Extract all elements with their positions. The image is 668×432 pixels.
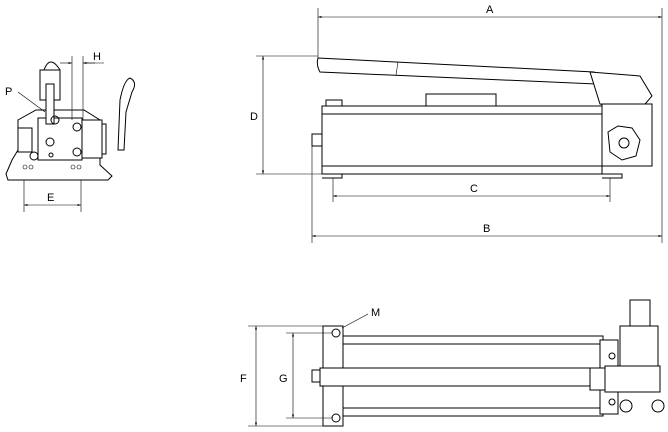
dim-label-m: M	[371, 307, 380, 319]
side-dimensions	[256, 8, 663, 243]
side-view	[311, 57, 653, 179]
dim-label-d: D	[250, 111, 258, 123]
dim-label-a: A	[486, 4, 494, 16]
dim-label-b: B	[483, 223, 490, 235]
dim-label-h: H	[93, 51, 101, 63]
dim-label-p: P	[5, 86, 12, 98]
dim-label-c: C	[470, 183, 478, 195]
end-view	[5, 56, 136, 212]
dim-label-g: G	[279, 373, 288, 385]
dim-label-f: F	[240, 373, 247, 385]
dim-label-e: E	[47, 192, 54, 204]
top-dimensions	[248, 325, 332, 427]
top-view	[311, 299, 665, 427]
